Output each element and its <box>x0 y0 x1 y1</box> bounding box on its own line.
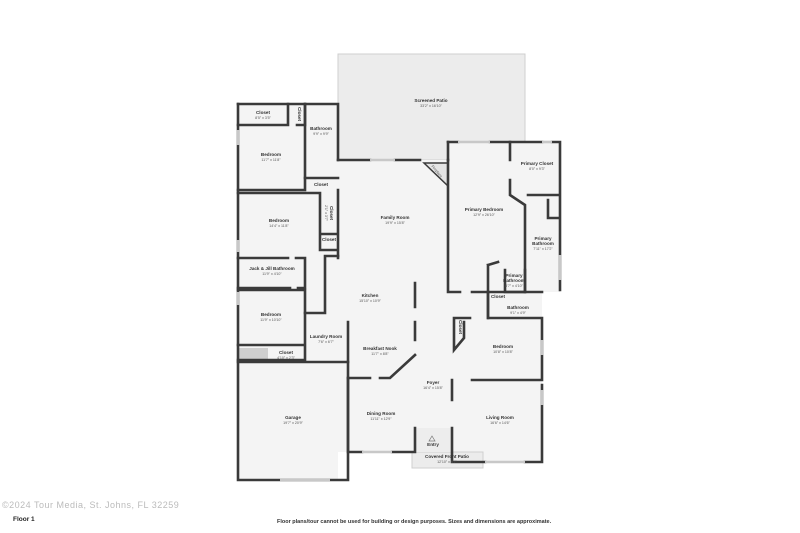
svg-text:Bathroom: Bathroom <box>503 278 525 283</box>
entry-arrow-icon <box>428 435 436 442</box>
room-entry: Entry <box>427 442 439 447</box>
svg-text:Jack & Jill Bathroom: Jack & Jill Bathroom <box>249 266 294 271</box>
svg-text:8'7" x 4'10": 8'7" x 4'10" <box>505 284 523 288</box>
entry-floor <box>415 428 452 452</box>
room-closet-hall: Closet <box>314 182 329 187</box>
svg-text:9'9" x 9'9": 9'9" x 9'9" <box>313 132 329 136</box>
svg-text:11'9" x 10'10": 11'9" x 10'10" <box>260 318 282 322</box>
svg-text:11'11" x 12'9": 11'11" x 12'9" <box>370 417 392 421</box>
svg-text:Bathroom: Bathroom <box>532 241 554 246</box>
svg-text:16'4" x 15'8": 16'4" x 15'8" <box>423 386 443 390</box>
svg-text:11'7" x 11'8": 11'7" x 11'8" <box>261 158 281 162</box>
room-closet-right: Closet <box>491 294 506 299</box>
svg-text:Bedroom: Bedroom <box>493 344 513 349</box>
svg-text:Kitchen: Kitchen <box>362 293 379 298</box>
svg-text:12'10" x 6'7": 12'10" x 6'7" <box>437 460 457 464</box>
stairs-hatch <box>239 348 268 360</box>
svg-text:4'10" x 2'3": 4'10" x 2'3" <box>277 356 295 360</box>
svg-text:Primary Closet: Primary Closet <box>521 161 554 166</box>
svg-text:Family Room: Family Room <box>381 215 410 220</box>
svg-text:16'6" x 14'6": 16'6" x 14'6" <box>490 421 510 425</box>
svg-text:Primary Bedroom: Primary Bedroom <box>465 207 504 212</box>
svg-text:19'7" x 20'9": 19'7" x 20'9" <box>283 421 303 425</box>
svg-text:Bedroom: Bedroom <box>261 312 281 317</box>
svg-text:11'7" x 8'8": 11'7" x 8'8" <box>371 352 389 356</box>
svg-text:Dining Room: Dining Room <box>367 411 396 416</box>
svg-text:Screened Patio: Screened Patio <box>414 98 447 103</box>
room-closet-bed4: Closet <box>458 320 463 335</box>
svg-text:Closet: Closet <box>279 350 294 355</box>
svg-text:Primary: Primary <box>534 236 552 241</box>
svg-text:Closet: Closet <box>256 110 271 115</box>
svg-text:Foyer: Foyer <box>427 380 440 385</box>
svg-text:Covered Front Patio: Covered Front Patio <box>425 454 469 459</box>
svg-text:8'5" x 3'5": 8'5" x 3'5" <box>255 116 271 120</box>
room-closet-small: Closet <box>297 107 302 122</box>
room-closet-lower: Closet <box>322 237 337 242</box>
svg-text:19'9" x 15'8": 19'9" x 15'8" <box>385 221 405 225</box>
floor-label: Floor 1 <box>13 516 35 523</box>
left-wing-floor <box>238 104 338 480</box>
svg-text:7'11" x 17'2": 7'11" x 17'2" <box>533 247 553 251</box>
svg-text:14'4" x 11'8": 14'4" x 11'8" <box>269 224 289 228</box>
svg-text:7'6" x 6'7": 7'6" x 6'7" <box>318 340 334 344</box>
svg-text:Bedroom: Bedroom <box>269 218 289 223</box>
watermark: ©2024 Tour Media, St. Johns, FL 32259 <box>2 500 180 510</box>
svg-text:2'1" x 3'7": 2'1" x 3'7" <box>324 205 328 221</box>
svg-text:Primary: Primary <box>505 273 523 278</box>
svg-text:Living Room: Living Room <box>486 415 514 420</box>
svg-text:Garage: Garage <box>285 415 301 420</box>
svg-text:11'9" x 4'10": 11'9" x 4'10" <box>262 272 282 276</box>
svg-text:15'10" x 10'9": 15'10" x 10'9" <box>359 299 381 303</box>
svg-text:Bedroom: Bedroom <box>261 152 281 157</box>
center-floor <box>338 160 448 452</box>
svg-text:Closet: Closet <box>329 206 334 221</box>
svg-text:12'9" x 26'10": 12'9" x 26'10" <box>473 213 495 217</box>
svg-text:Bathroom: Bathroom <box>310 126 332 131</box>
disclaimer: Floor plans/tour cannot be used for buil… <box>277 519 552 525</box>
svg-text:Breakfast Nook: Breakfast Nook <box>363 346 397 351</box>
primary-suite-floor <box>448 142 560 292</box>
svg-text:Laundry Room: Laundry Room <box>310 334 342 339</box>
svg-text:33'2" x 16'10": 33'2" x 16'10" <box>420 104 442 108</box>
svg-text:9'1" x 4'9": 9'1" x 4'9" <box>510 311 526 315</box>
windows <box>236 130 562 482</box>
svg-text:10'8" x 10'8": 10'8" x 10'8" <box>493 350 513 354</box>
svg-text:8'0" x 9'3": 8'0" x 9'3" <box>529 167 545 171</box>
right-wing-floor <box>448 292 542 462</box>
svg-text:Bathroom: Bathroom <box>507 305 529 310</box>
